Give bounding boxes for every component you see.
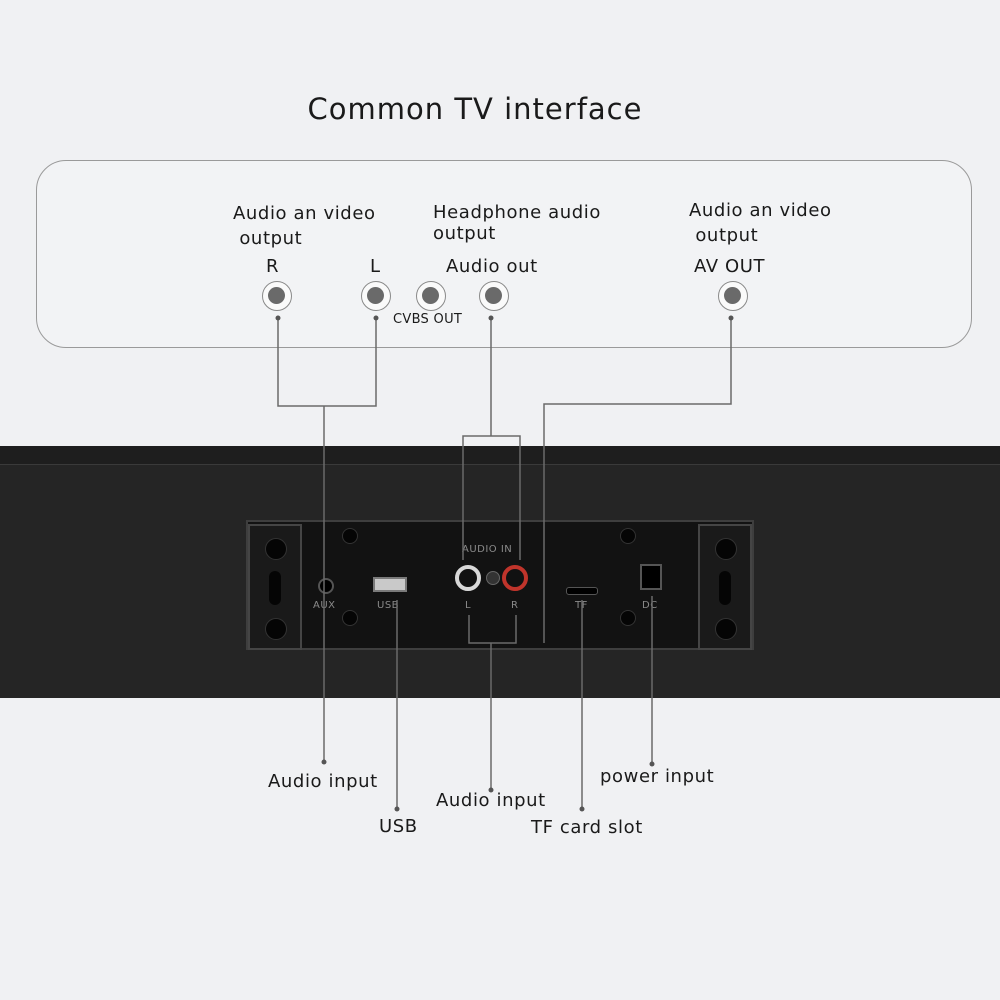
audio-input-center-dot [488,787,494,793]
l-label: L [370,256,381,277]
audio-in-l-label: L [465,600,472,611]
group3-label-line1: Audio an video [689,200,832,221]
tv-audio-out-jack [479,281,509,311]
screw-hole [342,528,358,544]
tf-dot [579,806,585,812]
audio-input-left-callout: Audio input [268,771,378,792]
group1-label-line2: output [233,228,303,249]
tv-l-jack [361,281,391,311]
rca-center-screw [486,571,500,585]
mount-hole [715,618,737,640]
aux-port [318,578,334,594]
dc-power-port [640,564,662,590]
tv-r-dot [275,315,281,321]
tf-card-port [566,587,598,595]
usb-dot [394,806,400,812]
tv-r-jack [262,281,292,311]
av-out-line [543,318,732,643]
dc-port-label: DC [642,600,658,611]
keyhole-slot [719,571,731,605]
group2-label-line1: Headphone audio [433,202,601,223]
audio-in-l-port [455,565,481,591]
power-dot [649,761,655,767]
audio-input-center-callout: Audio input [436,790,546,811]
audio-in-port-label: AUDIO IN [462,544,513,555]
tv-audio-out-dot [488,315,494,321]
diagram-title: Common TV interface [307,92,643,126]
audio-in-r-port [502,565,528,591]
usb-port [373,577,407,592]
tf-card-slot-callout: TF card slot [531,817,643,838]
usb-callout: USB [379,816,418,837]
tv-interface-box [36,160,972,348]
r-l-to-aux-line [277,318,377,407]
right-mount-bracket [698,524,752,650]
power-input-callout: power input [600,766,715,787]
mount-hole [265,618,287,640]
screw-hole [620,528,636,544]
mount-hole [265,538,287,560]
group3-label-line2: output [689,225,759,246]
screw-hole [620,610,636,626]
av-out-label: AV OUT [694,256,766,277]
group2-label-line2: output [433,223,496,244]
rca-bracket-line [462,435,521,560]
screw-hole [342,610,358,626]
r-label: R [266,256,280,277]
cvbs-out-label: CVBS OUT [393,312,463,327]
left-mount-bracket [248,524,302,650]
keyhole-slot [269,571,281,605]
audio-in-lr-bracket [468,615,517,644]
tv-l-dot [373,315,379,321]
tv-cvbs-jack [416,281,446,311]
audio-in-r-label: R [511,600,519,611]
tv-av-out-jack [718,281,748,311]
mount-hole [715,538,737,560]
group1-label-line1: Audio an video [233,203,376,224]
tv-av-out-dot [728,315,734,321]
audio-out-label: Audio out [446,256,538,277]
tf-port-label: TF [575,600,588,611]
soundbar-top-edge [0,446,1000,465]
usb-port-label: USB [377,600,400,611]
audio-input-left-dot [321,759,327,765]
